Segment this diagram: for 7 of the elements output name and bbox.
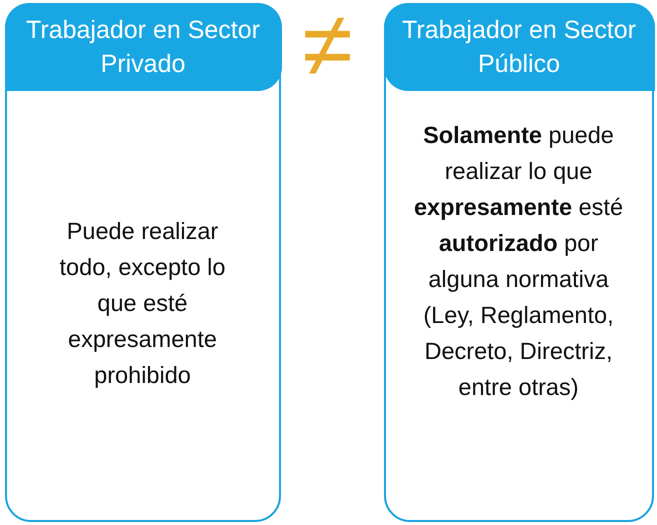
card-header: Trabajador en Sector Privado — [4, 2, 282, 90]
card — [384, 3, 654, 522]
body-text: Puede realizar todo, excepto lo que esté expresamente prohibido — [58, 216, 226, 390]
card — [5, 3, 281, 522]
card-header: Trabajador en Sector Público — [384, 2, 654, 90]
not-equal-sign: ≠ — [301, 0, 354, 90]
body-text: Solamente puede realizar lo que expresamente esté autorizado por alguna normativa (Ley, Reglamento, Decreto, Directriz, entre otras) — [412, 121, 624, 402]
